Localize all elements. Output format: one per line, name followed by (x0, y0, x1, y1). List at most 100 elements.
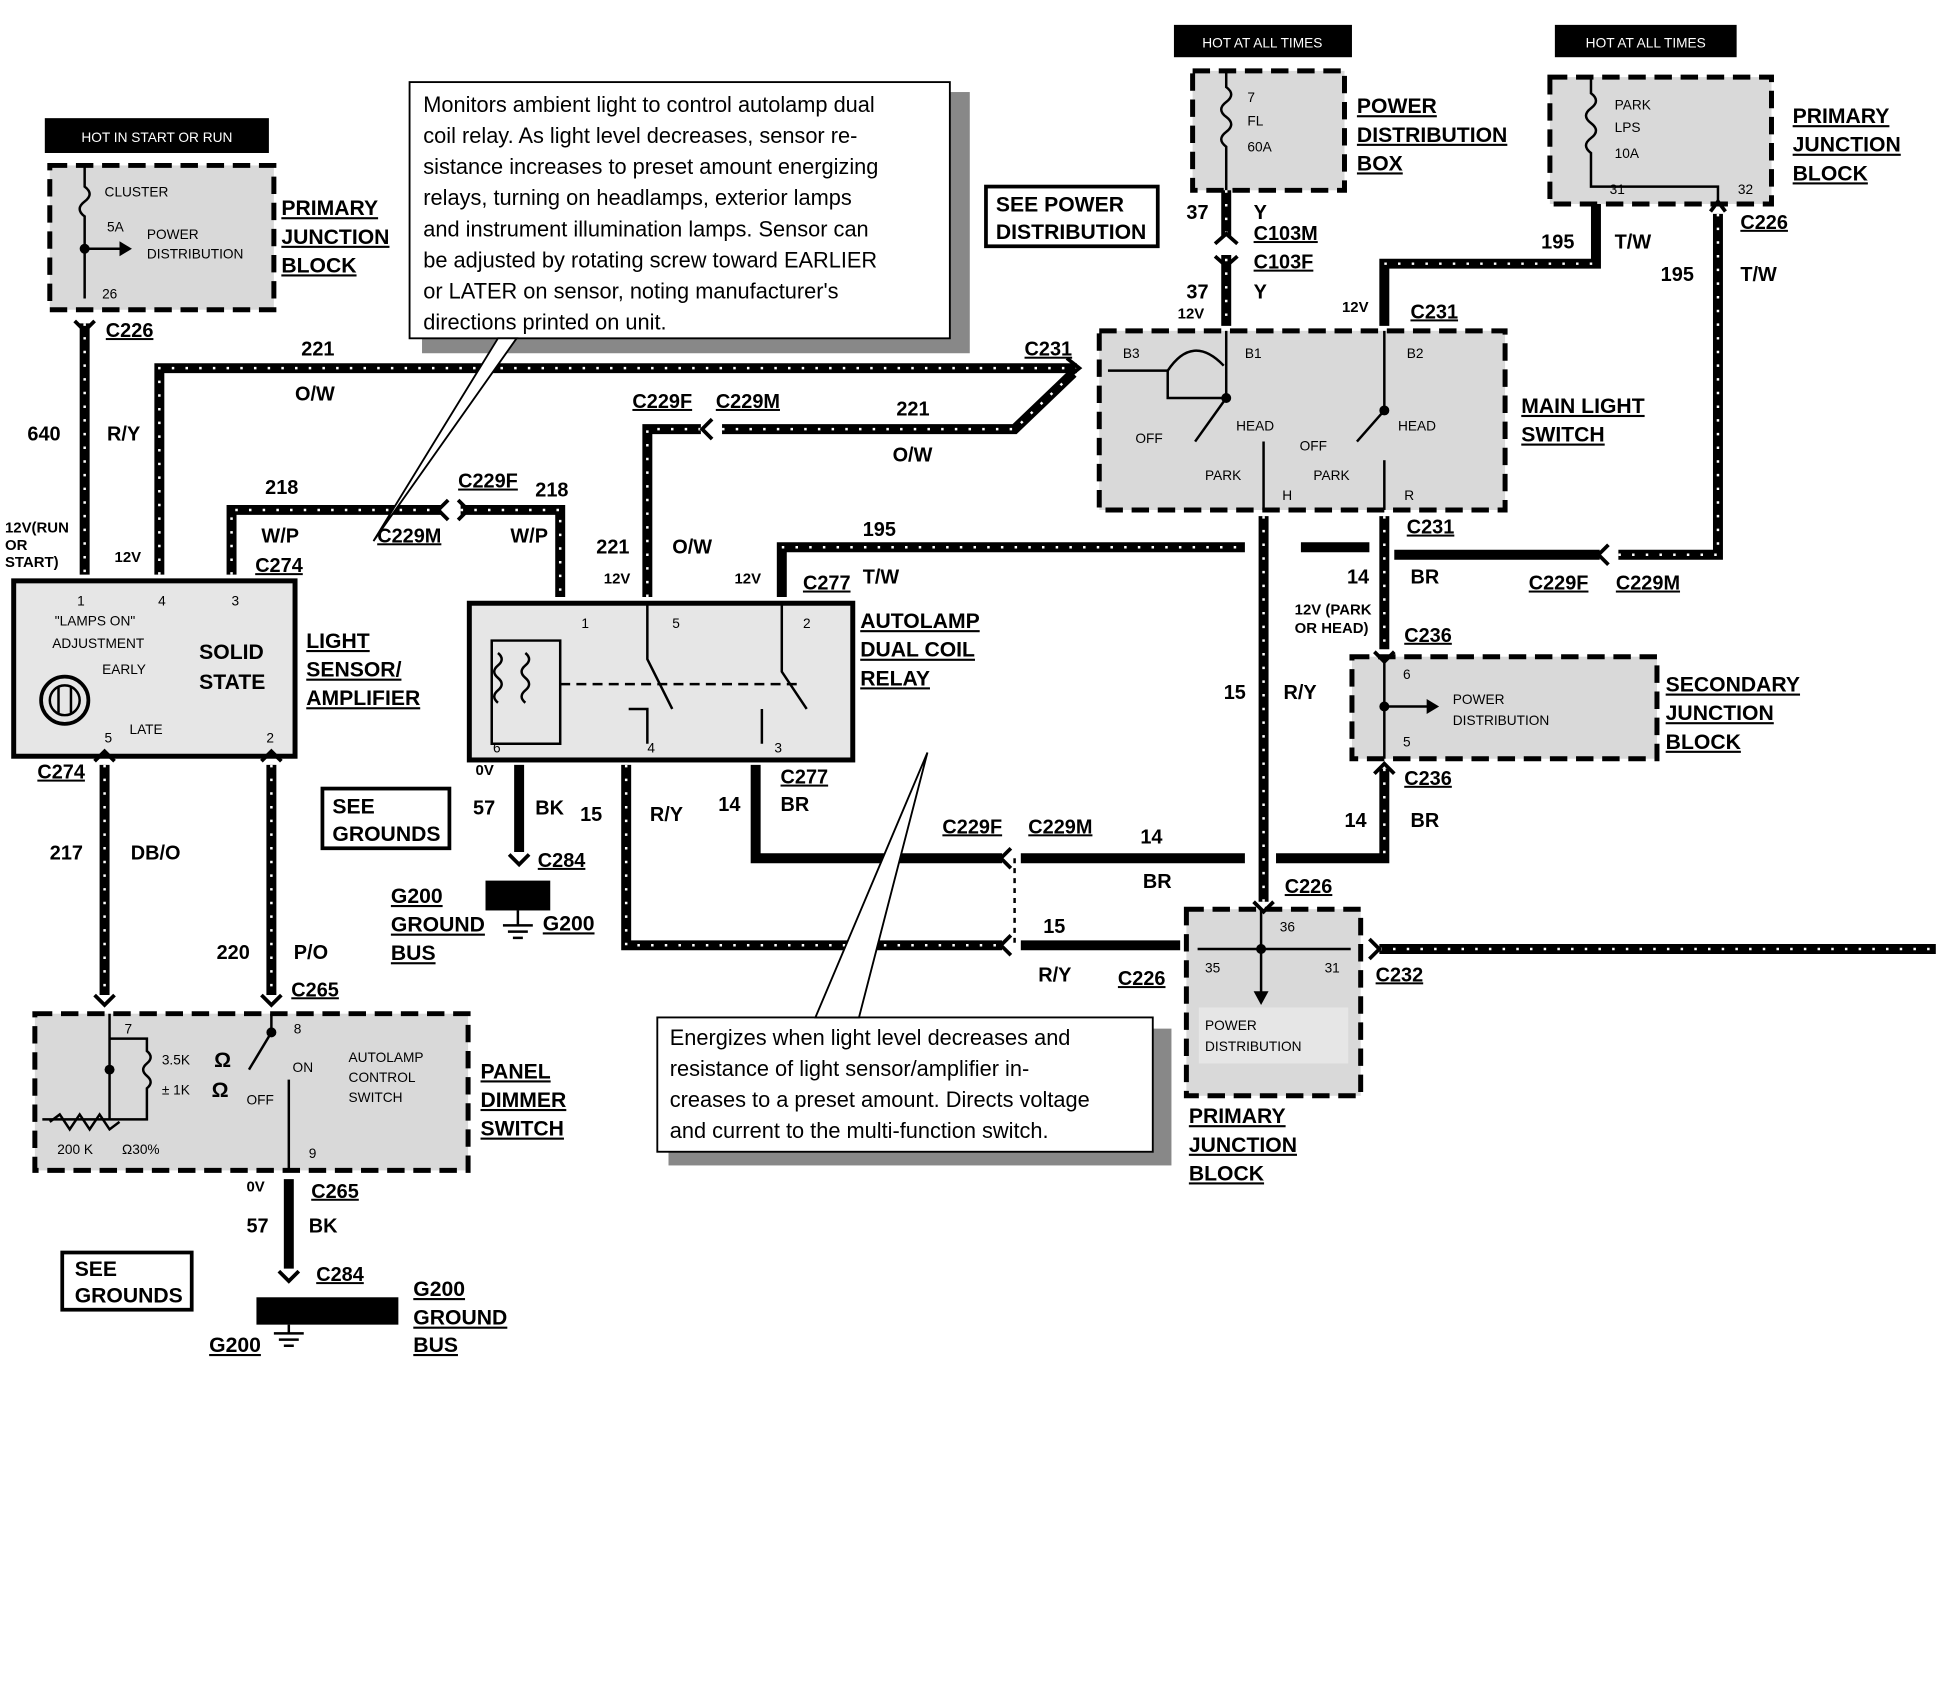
svg-text:C231: C231 (1025, 339, 1073, 361)
primary-junction-block-1: CLUSTER 5A POWER DISTRIBUTION 26 (47, 162, 277, 313)
ground-bus-1 (485, 880, 551, 940)
svg-text:6: 6 (493, 741, 501, 756)
svg-text:218: 218 (535, 479, 568, 501)
svg-text:C229F: C229F (1529, 573, 1589, 595)
svg-text:PARK: PARK (1205, 468, 1241, 483)
svg-text:SEE POWER: SEE POWER (996, 193, 1124, 216)
svg-text:T/W: T/W (1740, 264, 1777, 286)
svg-text:JUNCTION: JUNCTION (1189, 1134, 1297, 1157)
svg-text:START): START) (5, 554, 59, 571)
svg-text:37: 37 (1186, 282, 1208, 304)
primary-junction-block-1-label: PRIMARY JUNCTION BLOCK (281, 197, 389, 277)
svg-text:T/W: T/W (1615, 232, 1652, 254)
svg-text:JUNCTION: JUNCTION (1666, 702, 1774, 725)
svg-text:BUS: BUS (391, 942, 436, 965)
power-distribution-box-label: POWER DISTRIBUTION BOX (1357, 95, 1507, 175)
svg-text:C226: C226 (1740, 212, 1788, 234)
svg-text:31: 31 (1325, 961, 1340, 976)
svg-text:12V(RUN: 12V(RUN (5, 519, 69, 536)
svg-text:HOT AT ALL TIMES: HOT AT ALL TIMES (1202, 35, 1322, 50)
svg-text:LIGHT: LIGHT (306, 630, 370, 653)
svg-text:5A: 5A (107, 219, 125, 234)
svg-text:G200: G200 (209, 1334, 261, 1357)
svg-text:sistance increases to preset a: sistance increases to preset amount ener… (423, 154, 878, 179)
svg-text:C274: C274 (37, 762, 85, 784)
svg-text:B3: B3 (1123, 346, 1140, 361)
svg-text:PRIMARY: PRIMARY (281, 197, 378, 220)
svg-text:ON: ON (293, 1060, 314, 1075)
svg-text:ADJUSTMENT: ADJUSTMENT (52, 636, 145, 651)
svg-text:R/Y: R/Y (1038, 964, 1071, 986)
svg-text:FL: FL (1247, 114, 1263, 129)
svg-text:EARLY: EARLY (102, 662, 146, 677)
svg-text:BR: BR (1410, 810, 1439, 832)
hot-at-all-times-tag-1: HOT AT ALL TIMES (1173, 24, 1352, 58)
svg-text:C236: C236 (1404, 768, 1452, 790)
svg-text:BLOCK: BLOCK (1189, 1162, 1265, 1185)
svg-text:C229F: C229F (632, 391, 692, 413)
svg-text:31: 31 (1610, 182, 1625, 197)
svg-text:creases to a preset amount. Di: creases to a preset amount. Directs volt… (670, 1087, 1090, 1112)
svg-text:8: 8 (294, 1022, 302, 1037)
svg-text:4: 4 (647, 741, 655, 756)
svg-text:relays, turning on headlamps,: relays, turning on headlamps, exterior l… (423, 185, 852, 210)
svg-text:SECONDARY: SECONDARY (1666, 674, 1800, 697)
svg-text:HEAD: HEAD (1236, 418, 1274, 433)
svg-text:C277: C277 (781, 767, 829, 789)
svg-text:LPS: LPS (1615, 120, 1641, 135)
svg-text:GROUNDS: GROUNDS (75, 1284, 183, 1307)
svg-text:C231: C231 (1410, 301, 1458, 323)
svg-text:9: 9 (309, 1146, 317, 1161)
svg-text:10A: 10A (1615, 146, 1640, 161)
svg-text:1: 1 (77, 594, 85, 609)
svg-text:C284: C284 (538, 850, 586, 872)
svg-text:Energizes when light level dec: Energizes when light level decreases and (670, 1025, 1071, 1050)
svg-text:SWITCH: SWITCH (481, 1118, 564, 1141)
note-sensor-description: Monitors ambient light to control autola… (372, 81, 970, 542)
svg-text:OFF: OFF (1135, 431, 1162, 446)
svg-text:CONTROL: CONTROL (349, 1070, 416, 1085)
secondary-junction-block: 6 5 POWER DISTRIBUTION (1349, 654, 1660, 762)
svg-text:5: 5 (105, 731, 113, 746)
svg-text:AMPLIFIER: AMPLIFIER (306, 687, 420, 710)
svg-text:C232: C232 (1376, 964, 1424, 986)
svg-text:SOLID: SOLID (199, 641, 264, 664)
svg-text:C236: C236 (1404, 625, 1452, 647)
svg-text:C229M: C229M (716, 391, 780, 413)
svg-text:36: 36 (1280, 920, 1295, 935)
svg-text:32: 32 (1738, 182, 1753, 197)
svg-text:SEE: SEE (332, 795, 374, 818)
svg-text:35: 35 (1205, 961, 1221, 976)
svg-text:SWITCH: SWITCH (1521, 424, 1604, 447)
svg-text:PRIMARY: PRIMARY (1189, 1105, 1286, 1128)
svg-text:BLOCK: BLOCK (1793, 162, 1869, 185)
svg-text:BR: BR (781, 794, 810, 816)
svg-text:GROUND: GROUND (391, 914, 485, 937)
svg-text:G200: G200 (391, 885, 443, 908)
svg-text:B2: B2 (1407, 346, 1424, 361)
svg-text:BLOCK: BLOCK (281, 254, 357, 277)
svg-text:HOT AT ALL TIMES: HOT AT ALL TIMES (1586, 35, 1706, 50)
svg-text:PANEL: PANEL (481, 1060, 551, 1083)
svg-text:4: 4 (158, 594, 166, 609)
svg-text:221: 221 (301, 339, 334, 361)
svg-text:and current to the multi-funct: and current to the multi-function switch… (670, 1118, 1049, 1143)
svg-text:B1: B1 (1245, 346, 1262, 361)
svg-text:14: 14 (1140, 826, 1162, 848)
svg-text:O/W: O/W (295, 384, 335, 406)
svg-text:OFF: OFF (246, 1092, 273, 1107)
svg-text:C277: C277 (803, 573, 851, 595)
svg-text:POWER: POWER (1453, 692, 1505, 707)
svg-text:26: 26 (102, 287, 117, 302)
svg-text:G200: G200 (413, 1278, 465, 1301)
svg-text:DISTRIBUTION: DISTRIBUTION (1357, 124, 1507, 147)
svg-text:W/P: W/P (510, 525, 548, 547)
svg-text:C229M: C229M (377, 525, 441, 547)
svg-text:directions printed on unit.: directions printed on unit. (423, 310, 666, 335)
svg-text:57: 57 (246, 1216, 268, 1238)
svg-text:640: 640 (27, 423, 60, 445)
svg-text:C229F: C229F (942, 816, 1002, 838)
svg-text:LATE: LATE (129, 722, 162, 737)
svg-text:DISTRIBUTION: DISTRIBUTION (1205, 1039, 1302, 1054)
wire-labels: C226 640 R/Y 12V(RUN OR START) 12V C274 … (5, 202, 1788, 1286)
